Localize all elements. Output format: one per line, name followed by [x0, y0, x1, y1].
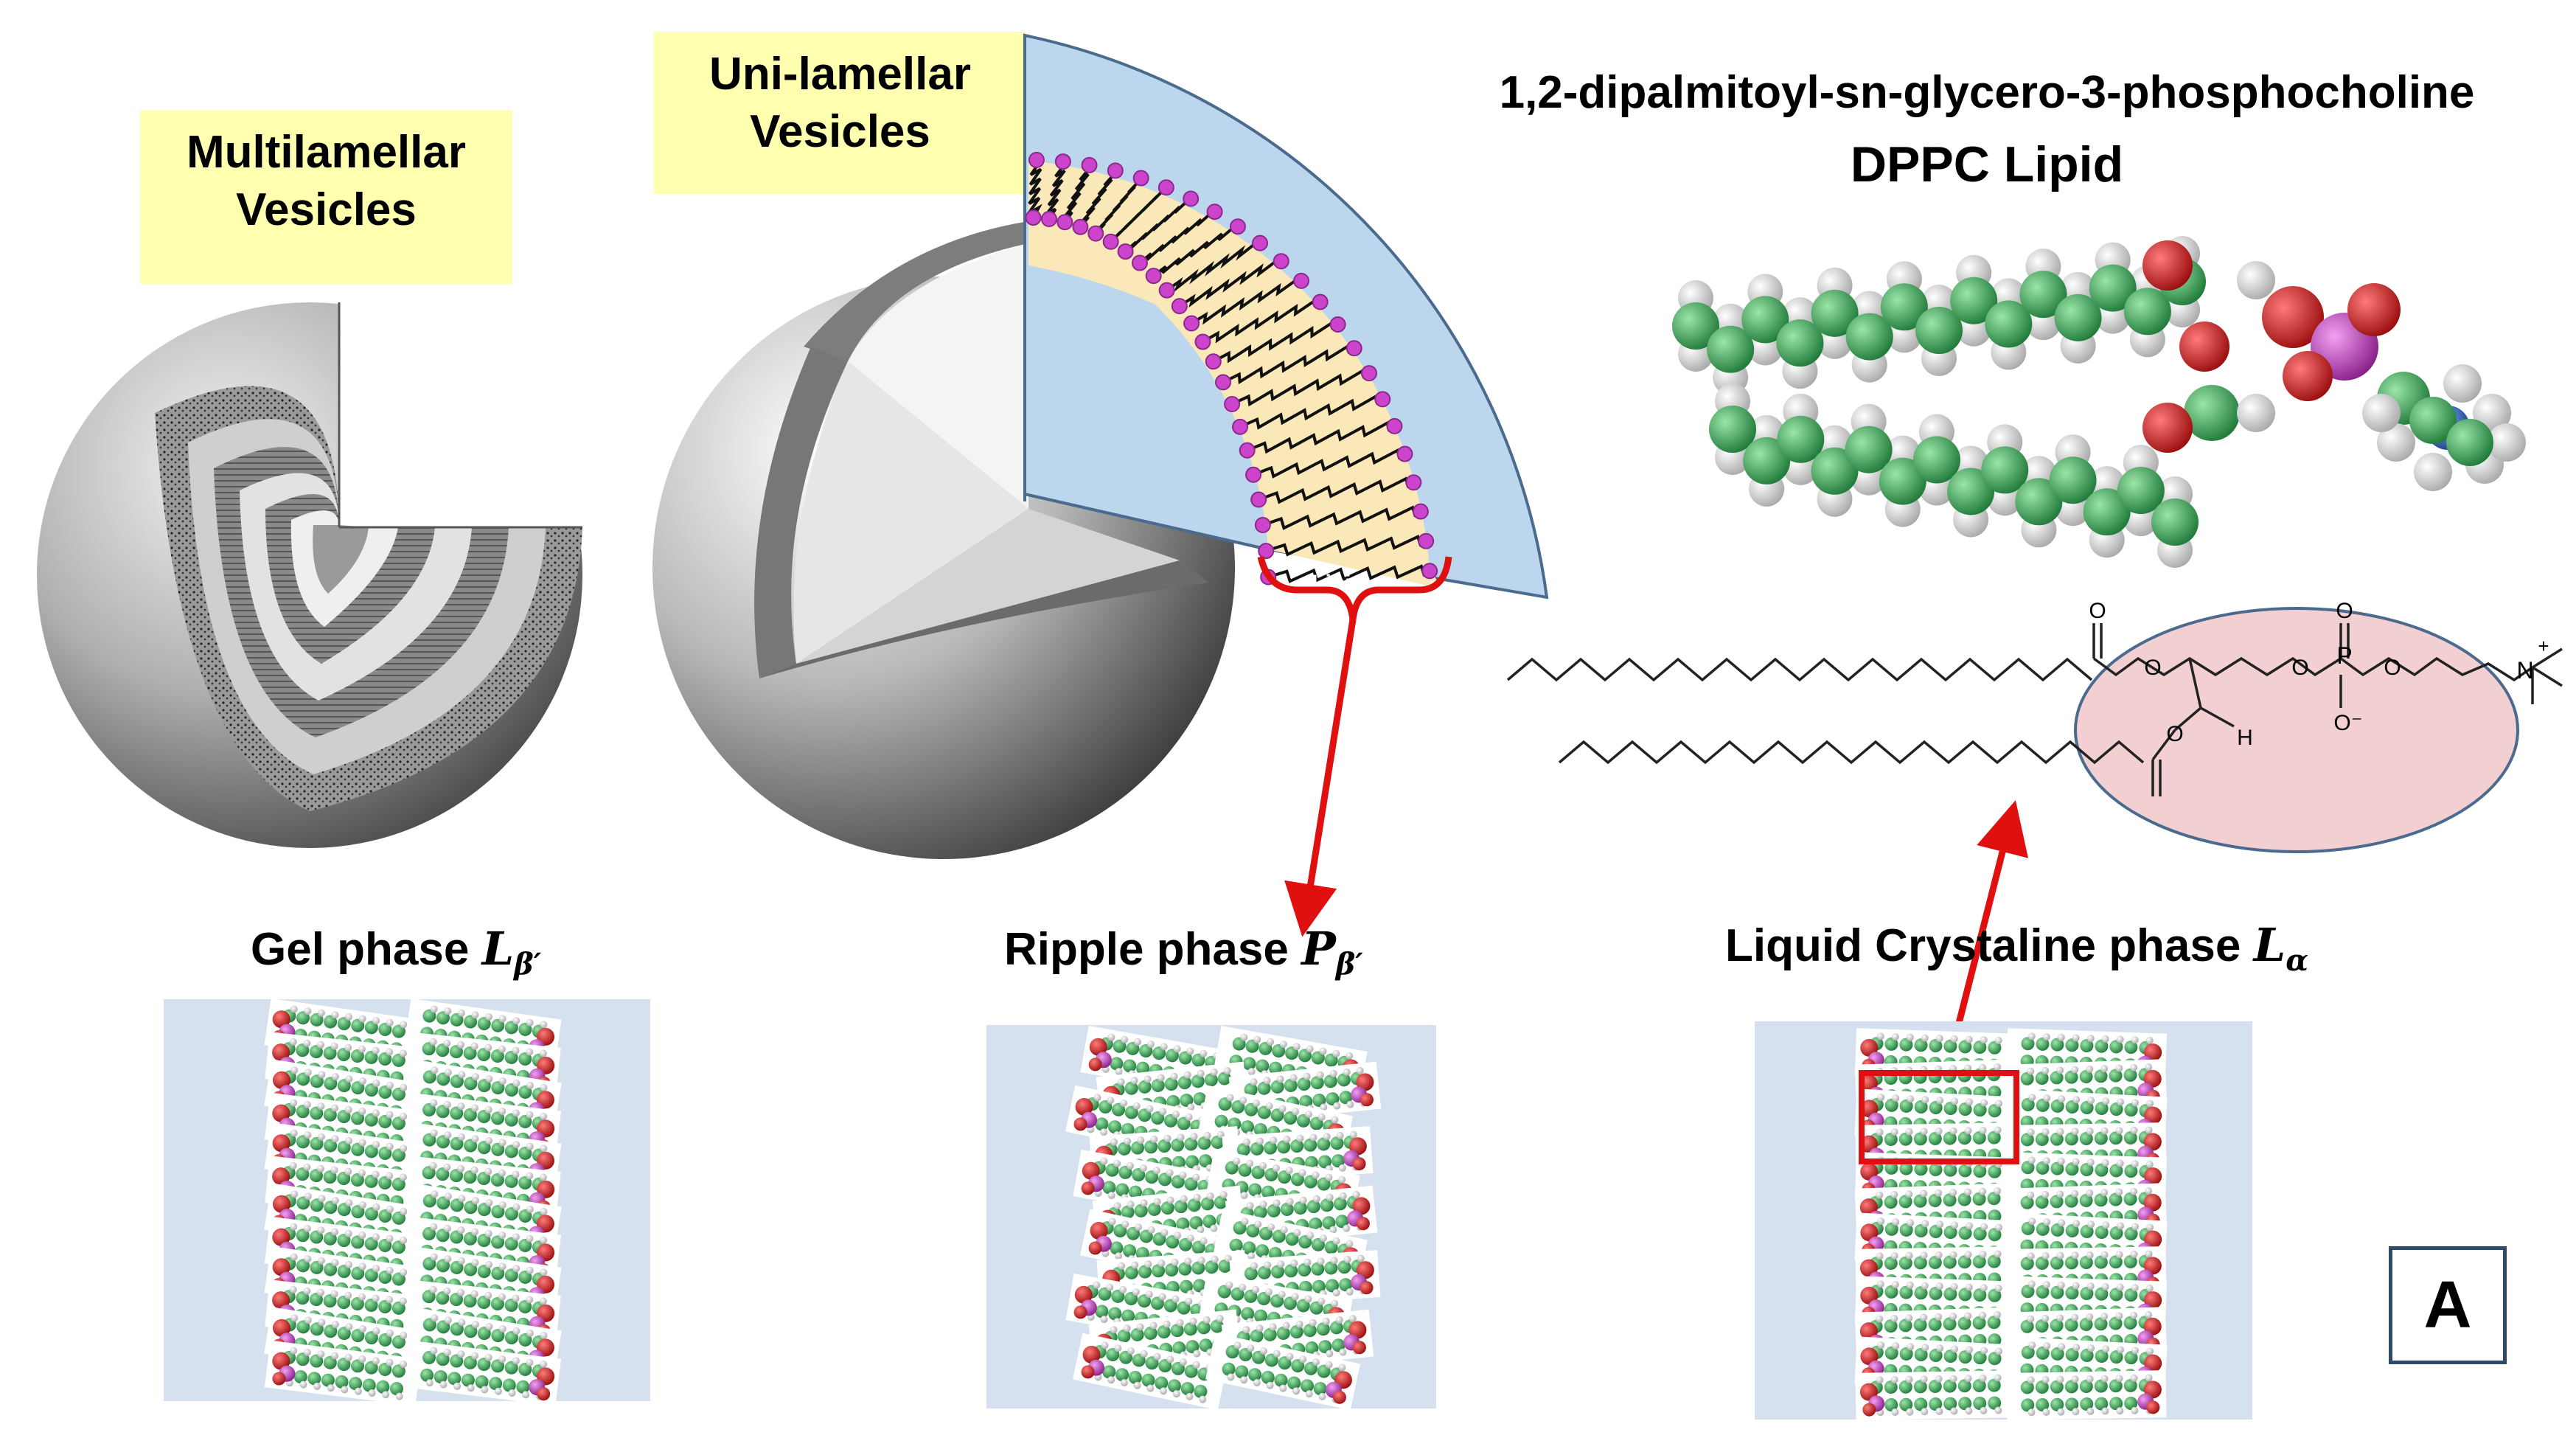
- ripple-phase-name: Ripple phase: [1004, 924, 1302, 975]
- headgroup-oval: [2074, 607, 2519, 853]
- ripple-phase-subscript: β′: [1335, 947, 1363, 982]
- atom-o1: O: [2089, 599, 2106, 623]
- atom-o6: O: [2166, 722, 2183, 746]
- liquid-crystalline-phase-name: Liquid Crystaline phase: [1725, 920, 2254, 971]
- unilamellar-label: Uni-lamellar Vesicles: [709, 49, 971, 157]
- gel-phase-symbol: L: [481, 922, 515, 976]
- panel-letter: A: [2423, 1268, 2472, 1342]
- bilayer-wedge: [1023, 33, 1549, 600]
- head-beads: [1025, 151, 1438, 586]
- concentric-lamellae: [155, 386, 582, 811]
- gel-phase-subscript: β′: [514, 947, 542, 982]
- panel-letter-box: A: [2389, 1246, 2507, 1364]
- liquid-crystalline-phase-symbol: L: [2253, 918, 2286, 972]
- multilamellar-label-box: [140, 111, 512, 284]
- liquid-crystalline-phase-label: Liquid Crystaline phase Lα: [1725, 918, 2308, 978]
- gel-phase-lipids: [264, 998, 562, 1406]
- gel-phase-name: Gel phase: [251, 924, 482, 975]
- atom-p: P: [2336, 642, 2352, 669]
- charge-plus: +: [2538, 635, 2549, 657]
- multilamellar-vesicle: [37, 302, 582, 848]
- atom-o4: O: [2291, 656, 2308, 680]
- lipid-short-name: DPPC Lipid: [1851, 136, 2123, 192]
- atom-o3: O: [2336, 599, 2353, 623]
- dppc-space-filling-model: [1672, 236, 2526, 568]
- highlighted-lipid-box: [1859, 1070, 2019, 1164]
- ripple-phase-symbol: P: [1301, 922, 1336, 976]
- atom-o-minus: O⁻: [2333, 711, 2362, 735]
- lipid-tails: [1027, 158, 1427, 583]
- atom-o2: O: [2144, 656, 2161, 680]
- arrow-to-ripple-phase: [1284, 619, 1357, 937]
- lipid-full-name: 1,2-dipalmitoyl-sn-glycero-3-phosphochol…: [1500, 67, 2475, 118]
- atom-n: N: [2516, 657, 2533, 684]
- liquid-crystalline-phase-subscript: α: [2286, 943, 2308, 979]
- liquid-crystalline-lipids: [1854, 1028, 2168, 1420]
- acyl-chain-1: [1506, 657, 2093, 682]
- acyl-chain-2: [1558, 740, 2145, 765]
- atom-h: H: [2237, 726, 2253, 750]
- multilamellar-label: Multilamellar Vesicles: [187, 127, 466, 235]
- dppc-skeletal-structure: O O P O O⁻ O O O H N +: [1506, 599, 2563, 853]
- bilayer-band: [1028, 161, 1430, 586]
- atom-o5: O: [2384, 656, 2401, 680]
- ripple-phase-label: Ripple phase Pβ′: [1004, 922, 1363, 982]
- arrow-to-structure: [1950, 800, 2029, 1045]
- gel-phase-label: Gel phase Lβ′: [251, 922, 541, 982]
- unilamellar-label-box: [654, 32, 1026, 194]
- ripple-phase-lipids: [1065, 1026, 1382, 1411]
